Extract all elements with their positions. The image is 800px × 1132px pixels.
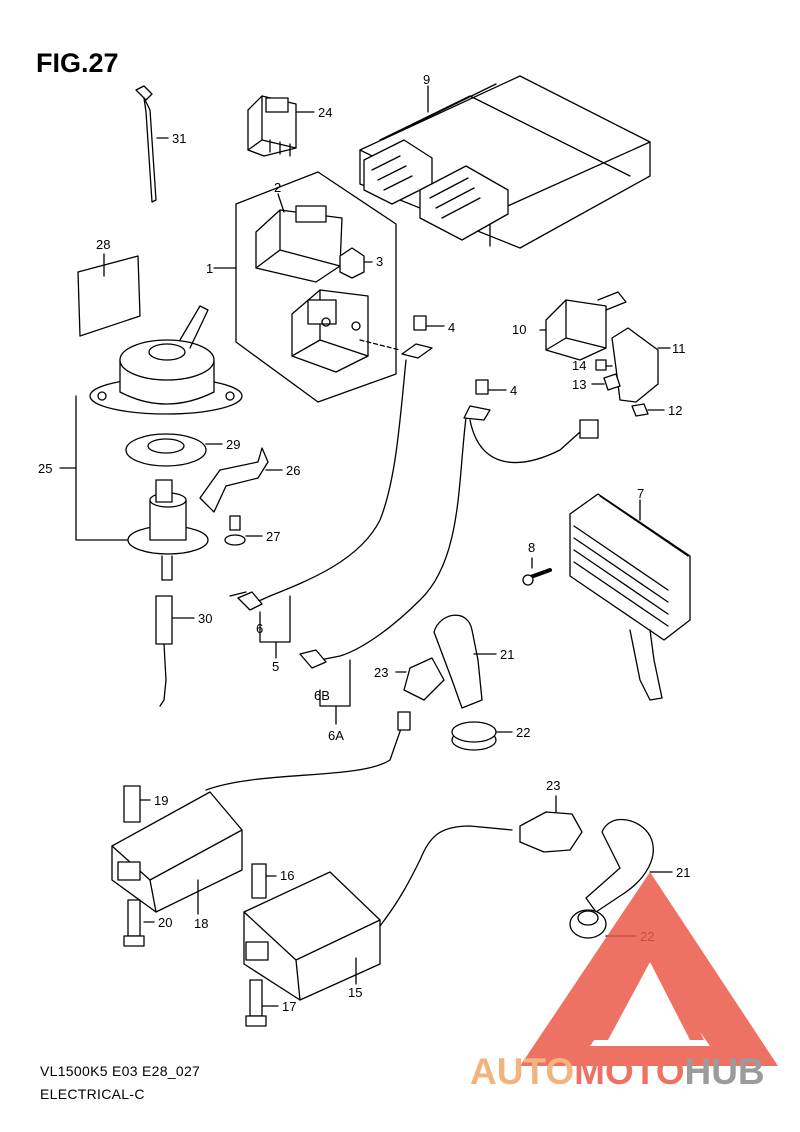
callout-21b: 21 xyxy=(676,865,690,880)
callout-31: 31 xyxy=(172,131,186,146)
callout-30: 30 xyxy=(198,611,212,626)
callout-27: 27 xyxy=(266,529,280,544)
starter-relay-cover-part xyxy=(255,193,343,283)
ground-cable-b-part xyxy=(299,405,599,669)
watermark-part-hub: HUB xyxy=(684,1051,764,1092)
starter-relay-part xyxy=(291,289,401,373)
fuse-part xyxy=(339,247,373,279)
callout-20: 20 xyxy=(158,915,172,930)
small-fasteners-part xyxy=(591,359,665,417)
callout-25: 25 xyxy=(38,461,52,476)
callout-23b: 23 xyxy=(546,778,560,793)
figure-title: FIG.27 xyxy=(36,48,119,78)
watermark-logo: AUTOMOTOHUB xyxy=(470,872,778,1092)
bolt-17-part xyxy=(245,979,279,1027)
watermark-part-moto: MOTO xyxy=(574,1051,684,1092)
callout-14: 14 xyxy=(572,358,586,373)
svg-text:AUTOMOTOHUB: AUTOMOTOHUB xyxy=(470,1051,765,1092)
callout-19: 19 xyxy=(154,793,168,808)
callout-8: 8 xyxy=(528,540,535,555)
callout-6b: 6B xyxy=(314,688,330,703)
pad-part xyxy=(77,255,141,337)
bolt-20-part xyxy=(123,899,155,947)
ignition-coil-18-part xyxy=(111,711,411,915)
callout-23a: 23 xyxy=(374,665,388,680)
callout-15: 15 xyxy=(348,985,362,1000)
washer-part xyxy=(125,433,223,467)
callout-11: 11 xyxy=(672,341,686,356)
callout-4a: 4 xyxy=(448,320,455,335)
callout-18: 18 xyxy=(194,916,208,931)
bolt-4-part xyxy=(413,315,507,395)
ecm-part xyxy=(359,75,651,249)
footer-section-name: ELECTRICAL-C xyxy=(40,1086,145,1102)
callout-2: 2 xyxy=(274,180,281,195)
callout-6: 6 xyxy=(256,621,263,636)
callout-4b: 4 xyxy=(510,383,517,398)
callout-7: 7 xyxy=(637,486,644,501)
boot-lower-part xyxy=(585,818,654,913)
bolt-8-part xyxy=(522,557,552,586)
horn-part xyxy=(89,305,243,415)
ignition-coil-15-part xyxy=(243,825,513,1001)
horn-bracket-part xyxy=(199,447,269,513)
cable-tie-part xyxy=(135,85,169,203)
callout-12: 12 xyxy=(668,403,682,418)
sleeve-16-part xyxy=(251,863,277,899)
horn-post-part xyxy=(127,479,209,581)
bolt-27-part xyxy=(224,515,263,546)
callout-16: 16 xyxy=(280,868,294,883)
callout-29: 29 xyxy=(226,437,240,452)
ring-upper-part xyxy=(451,721,513,751)
ground-cable-part xyxy=(229,343,433,611)
callout-17: 17 xyxy=(282,999,296,1014)
sensor-part xyxy=(539,291,627,361)
sensor-bracket-part xyxy=(611,327,659,403)
callout-6a: 6A xyxy=(328,728,344,743)
callout-21a: 21 xyxy=(500,647,514,662)
cap-lower-part xyxy=(519,795,583,853)
callout-9: 9 xyxy=(423,72,430,87)
callout-24: 24 xyxy=(318,105,332,120)
callout-28: 28 xyxy=(96,237,110,252)
sleeve-19-part xyxy=(123,785,151,823)
callout-22a: 22 xyxy=(516,725,530,740)
callout-13: 13 xyxy=(572,377,586,392)
watermark-part-auto: AUTO xyxy=(470,1051,574,1092)
solenoid-group-box xyxy=(235,171,397,403)
footer-model-code: VL1500K5 E03 E28_027 xyxy=(40,1063,201,1079)
callout-26: 26 xyxy=(286,463,300,478)
watermark-triangle-icon xyxy=(520,872,778,1066)
callout-3: 3 xyxy=(376,254,383,269)
relay-part xyxy=(247,95,315,157)
callout-5: 5 xyxy=(272,659,279,674)
callout-1: 1 xyxy=(206,261,213,276)
plug-cap-part xyxy=(155,595,195,707)
watermark-inner-icon xyxy=(594,930,704,1040)
regulator-part xyxy=(569,493,691,701)
callout-10: 10 xyxy=(512,322,526,337)
cap-upper-part xyxy=(395,657,445,701)
boot-upper-part xyxy=(433,614,483,709)
